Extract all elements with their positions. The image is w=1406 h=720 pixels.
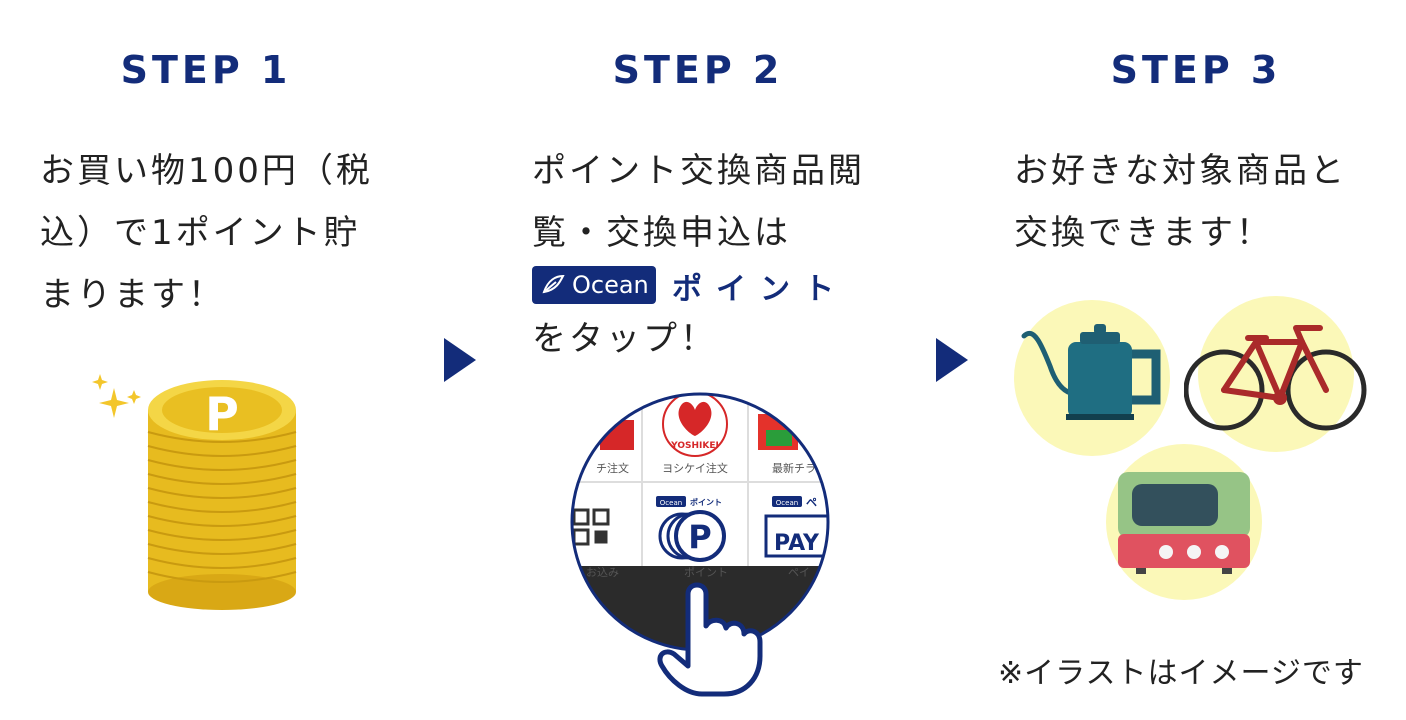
mini-point-label: ポイント [690,497,722,507]
step-3-line-1: お好きな対象商品と [1014,151,1347,191]
toaster-oven-illustration [1106,444,1262,600]
illustration-note: ※イラストはイメージです [998,656,1364,691]
mini-ocean-badge: Ocean [660,499,682,507]
coin-stack: P [147,380,297,610]
point-label: ポイント [672,272,848,307]
mini-pay-label: ペ [806,496,817,509]
cell-label-bottom-left: お込み [586,566,619,579]
step-3-description: お好きな対象商品と 交換できます！ [1014,140,1347,264]
step-2-line-1: ポイント交換商品閲 [532,151,865,191]
step-3-line-2: 交換できます！ [1014,213,1273,253]
pay-cell[interactable]: Ocean ペ PAY [764,496,830,558]
ocean-badge: Ocean [532,266,656,304]
step-2-title: STEP 2 [612,48,784,92]
cell-label-top-right: 最新チラ [772,461,816,475]
point-coin-icon [674,510,726,562]
ocean-point-cell[interactable]: Ocean ポイント P [656,496,726,562]
yoshikei-logo: YOSHIKEI [662,394,728,457]
ocean-badge-label: Ocean [572,271,649,299]
step-3-title: STEP 3 [1110,48,1282,92]
qr-code-icon [572,508,610,546]
step-1-line-2: 込）で1ポイント貯 [40,213,361,253]
coin-letter: P [205,387,239,441]
next-arrow-icon [444,338,476,382]
cell-label-bottom-middle: ポイント [684,566,728,579]
step-2-tap-text: をタップ！ [532,319,717,359]
step-2-line-2: 覧・交換申込は [532,213,791,253]
ocean-leaf-icon [542,274,565,294]
step-1-title: STEP 1 [120,48,292,92]
next-arrow-icon-2 [936,338,968,382]
step-2-description: ポイント交換商品閲 覧・交換申込は [532,140,865,264]
step-1-line-1: お買い物100円（税 [40,151,373,191]
tap-hand-icon [657,582,763,697]
kettle-illustration [1014,300,1170,456]
step-1-description: お買い物100円（税 込）で1ポイント貯 まります！ [40,140,373,326]
mini-ocean-badge-2: Ocean [776,499,798,507]
pay-card-text: PAY [774,531,820,556]
cell-label-bottom-right: ペイ [788,566,810,579]
pay-card-icon [764,514,828,558]
sparkle-icon [92,374,141,418]
step-1-line-3: まります！ [40,275,225,315]
coin-stack-illustration: P [92,374,297,610]
cell-label-top-middle: ヨシケイ注文 [662,461,728,475]
point-coin-letter: P [688,518,711,556]
bicycle-illustration [1184,296,1367,452]
yoshikei-logo-text: YOSHIKEI [670,441,719,451]
cell-label-top-left: チ注文 [596,461,629,475]
app-zoom-illustration: チ注文 YOSHIKEI ヨシケイ注文 最新チラ Ocean ポイント P [570,392,830,697]
